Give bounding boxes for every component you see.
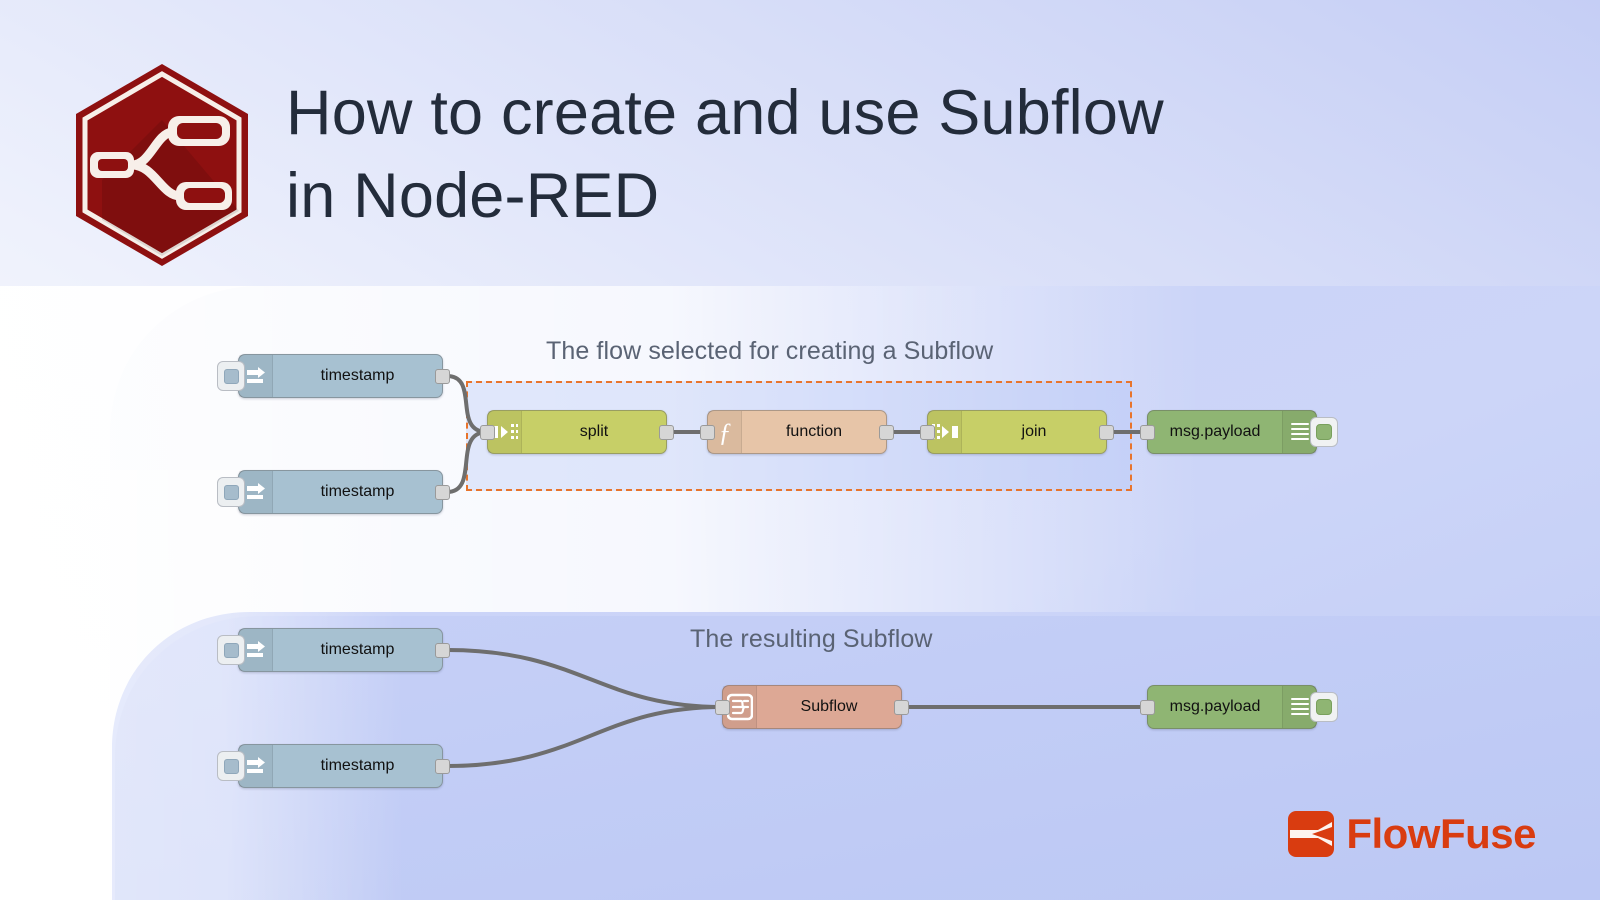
page-header: How to create and use Subflow in Node-RE…: [72, 58, 1164, 270]
node-inject-timestamp-4[interactable]: timestamp: [217, 744, 450, 788]
input-port[interactable]: [920, 424, 935, 440]
node-label: timestamp: [320, 641, 395, 658]
node-function[interactable]: ƒ function: [700, 410, 894, 454]
wire-inject4-subflow: [445, 705, 724, 768]
output-port[interactable]: [894, 699, 909, 715]
node-label: Subflow: [800, 698, 858, 715]
node-inject-timestamp-2[interactable]: timestamp: [217, 470, 450, 514]
flowfuse-logo: FlowFuse: [1288, 810, 1536, 858]
output-port[interactable]: [1099, 424, 1114, 440]
node-subflow[interactable]: Subflow: [715, 685, 909, 729]
node-debug-1[interactable]: msg.payload: [1140, 410, 1338, 454]
debug-toggle-button[interactable]: [1310, 692, 1338, 722]
node-label: timestamp: [320, 483, 395, 500]
output-port[interactable]: [879, 424, 894, 440]
output-port[interactable]: [435, 368, 450, 384]
node-label: split: [579, 423, 609, 440]
node-inject-timestamp-3[interactable]: timestamp: [217, 628, 450, 672]
inject-trigger-button[interactable]: [217, 477, 245, 507]
node-red-hexagon-logo: [76, 64, 248, 266]
input-port[interactable]: [1140, 424, 1155, 440]
node-inject-timestamp-1[interactable]: timestamp: [217, 354, 450, 398]
output-port[interactable]: [435, 642, 450, 658]
node-label: timestamp: [320, 367, 395, 384]
inject-trigger-button[interactable]: [217, 751, 245, 781]
node-debug-2[interactable]: msg.payload: [1140, 685, 1338, 729]
debug-lines-icon: [1282, 686, 1316, 728]
node-label: join: [1021, 423, 1047, 440]
output-port[interactable]: [659, 424, 674, 440]
flowfuse-wordmark: FlowFuse: [1346, 810, 1536, 857]
node-label: function: [785, 423, 843, 440]
node-label: msg.payload: [1169, 698, 1261, 715]
input-port[interactable]: [480, 424, 495, 440]
node-label: timestamp: [320, 757, 395, 774]
wire-inject1-split: [445, 374, 489, 434]
output-port[interactable]: [435, 484, 450, 500]
svg-text:ƒ: ƒ: [718, 418, 731, 446]
caption-resulting-subflow: The resulting Subflow: [690, 625, 933, 653]
flowfuse-mark-icon: [1288, 811, 1335, 857]
caption-flow-selected: The flow selected for creating a Subflow: [546, 337, 994, 365]
node-label: msg.payload: [1169, 423, 1261, 440]
inject-trigger-button[interactable]: [217, 635, 245, 665]
output-port[interactable]: [435, 758, 450, 774]
input-port[interactable]: [700, 424, 715, 440]
input-port[interactable]: [715, 699, 730, 715]
debug-toggle-button[interactable]: [1310, 417, 1338, 447]
node-join[interactable]: join: [920, 410, 1114, 454]
input-port[interactable]: [1140, 699, 1155, 715]
node-split[interactable]: split: [480, 410, 674, 454]
wire-inject3-subflow: [445, 648, 724, 709]
wire-inject2-split: [445, 430, 489, 494]
inject-trigger-button[interactable]: [217, 361, 245, 391]
page-title: How to create and use Subflow in Node-RE…: [286, 78, 1164, 232]
